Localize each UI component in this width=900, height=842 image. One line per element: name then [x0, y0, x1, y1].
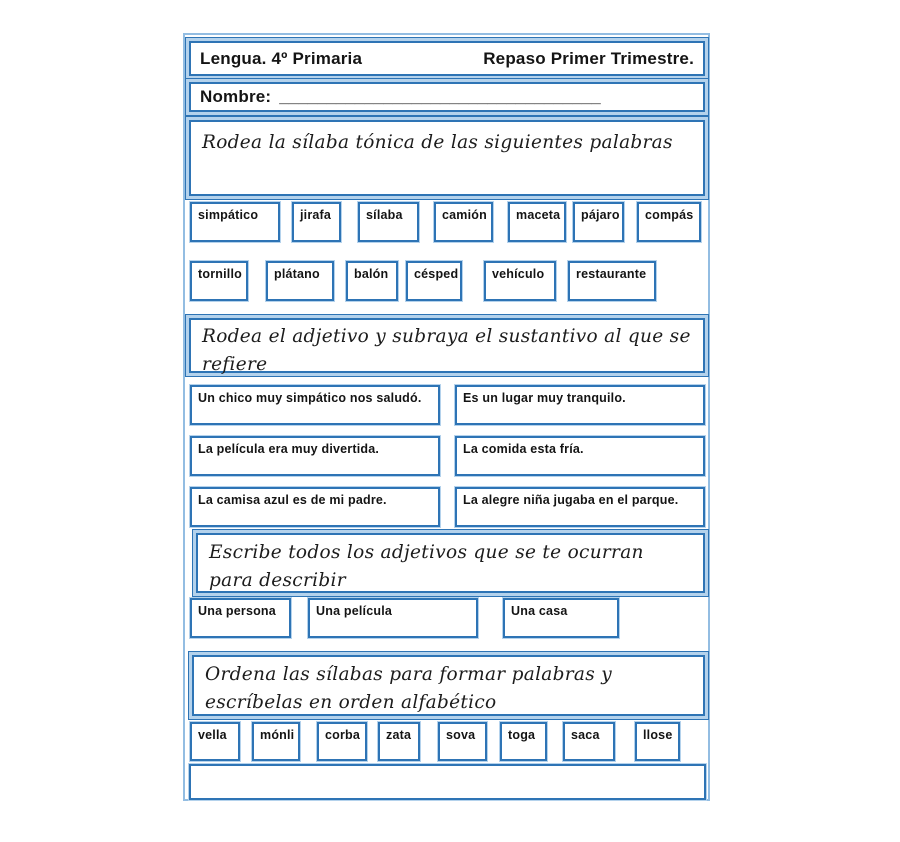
word-box: simpático: [190, 202, 280, 242]
name-row: Nombre: ________________________________…: [189, 82, 705, 112]
name-label: Nombre:: [200, 87, 272, 106]
syllable-box: toga: [500, 722, 547, 761]
word-box: restaurante: [568, 261, 656, 301]
word-box: césped: [406, 261, 462, 301]
sentence-box: La alegre niña jugaba en el parque.: [455, 487, 705, 527]
word-box: vehículo: [484, 261, 556, 301]
syllable-box: llose: [635, 722, 680, 761]
term-title: Repaso Primer Trimestre.: [483, 48, 694, 68]
syllable-box: saca: [563, 722, 615, 761]
word-box: jirafa: [292, 202, 341, 242]
sentence-box: La comida esta fría.: [455, 436, 705, 476]
word-box: camión: [434, 202, 493, 242]
syllable-box: vella: [190, 722, 240, 761]
exercise4-instruction: Ordena las sílabas para formar palabras …: [205, 664, 612, 713]
syllable-box: sova: [438, 722, 487, 761]
syllable-box: mónli: [252, 722, 300, 761]
word-box: sílaba: [358, 202, 419, 242]
worksheet-header: Lengua. 4º Primaria Repaso Primer Trimes…: [189, 41, 705, 76]
word-box: pájaro: [573, 202, 624, 242]
exercise3-instruction-box: Escribe todos los adjetivos que se te oc…: [196, 533, 705, 593]
answer-box: [189, 764, 706, 800]
syllable-box: zata: [378, 722, 420, 761]
subject-title: Lengua. 4º Primaria: [200, 48, 363, 68]
exercise1-instruction-box: Rodea la sílaba tónica de las siguientes…: [189, 120, 705, 196]
sentence-box: Un chico muy simpático nos saludó.: [190, 385, 440, 425]
word-box: compás: [637, 202, 701, 242]
prompt-box: Una persona: [190, 598, 291, 638]
sentence-box: La camisa azul es de mi padre.: [190, 487, 440, 527]
sentence-box: Es un lugar muy tranquilo.: [455, 385, 705, 425]
exercise1-instruction: Rodea la sílaba tónica de las siguientes…: [202, 132, 673, 153]
prompt-box: Una película: [308, 598, 478, 638]
sentence-box: La película era muy divertida.: [190, 436, 440, 476]
word-box: balón: [346, 261, 398, 301]
exercise2-instruction: Rodea el adjetivo y subraya el sustantiv…: [202, 326, 691, 375]
word-box: tornillo: [190, 261, 248, 301]
prompt-box: Una casa: [503, 598, 619, 638]
exercise4-instruction-box: Ordena las sílabas para formar palabras …: [192, 655, 705, 716]
word-box: maceta: [508, 202, 566, 242]
exercise3-instruction: Escribe todos los adjetivos que se te oc…: [209, 542, 644, 591]
exercise2-instruction-box: Rodea el adjetivo y subraya el sustantiv…: [189, 318, 705, 375]
name-blank-line: __________________________________: [279, 87, 601, 106]
syllable-box: corba: [317, 722, 367, 761]
word-box: plátano: [266, 261, 334, 301]
